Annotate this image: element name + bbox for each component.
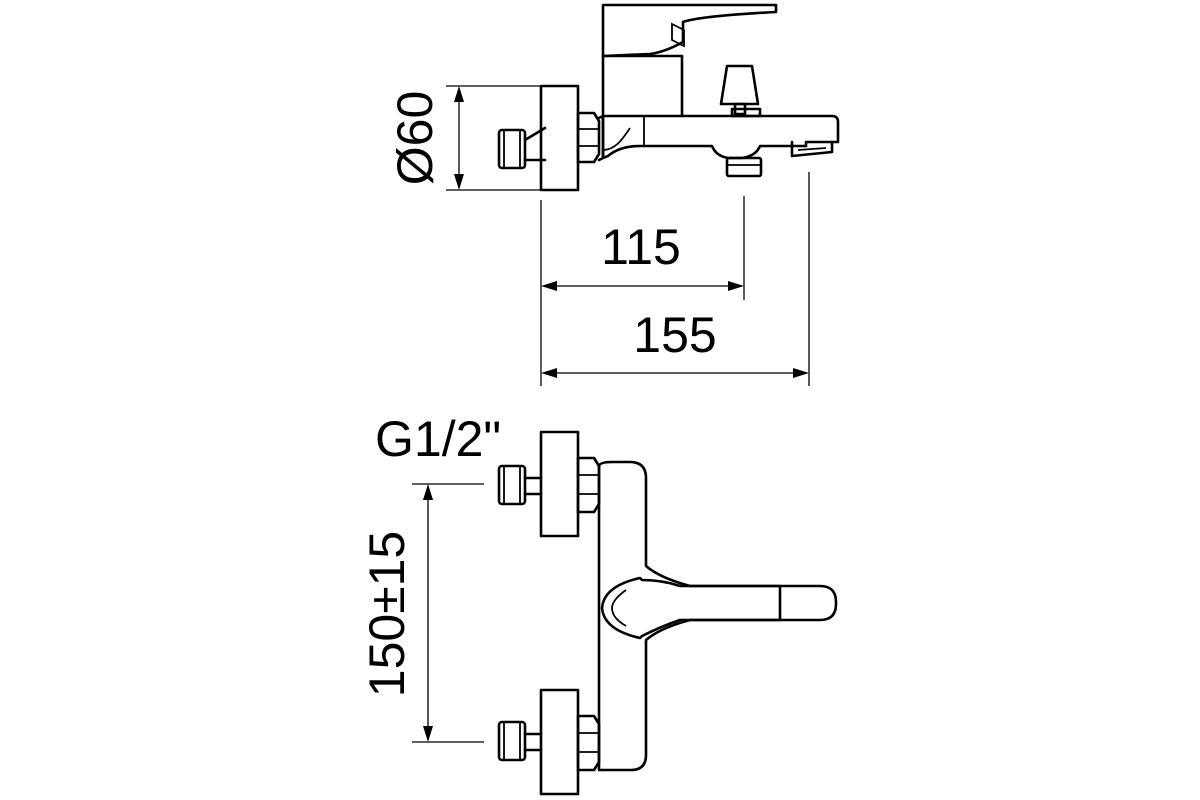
front-view: G1/2" <box>359 411 838 796</box>
front-top-inlet-connector <box>497 464 543 506</box>
dim-diameter-label: Ø60 <box>387 91 443 186</box>
thread-label: G1/2" <box>375 411 501 467</box>
front-lever-handle <box>600 576 782 640</box>
side-spout-outlet <box>790 140 834 158</box>
dim-diameter: Ø60 <box>387 85 541 191</box>
side-hex-nut <box>576 111 601 164</box>
dim-centers-label: 150±15 <box>359 531 415 697</box>
side-wall-flange <box>539 84 580 192</box>
side-diverter-knob <box>719 64 762 118</box>
dim-total-depth: 155 <box>541 172 810 386</box>
side-shower-outlet <box>725 156 763 178</box>
side-view: Ø60 115 155 <box>387 3 840 386</box>
side-body <box>601 114 840 160</box>
front-bottom-hex-nut <box>576 714 601 772</box>
dim-outlet-depth-label: 115 <box>601 219 681 275</box>
front-bottom-wall-flange <box>539 688 580 796</box>
side-inlet-connector <box>497 126 547 170</box>
dim-centers: 150±15 <box>359 483 484 743</box>
side-lever-handle <box>601 3 778 58</box>
dim-total-depth-label: 155 <box>633 307 716 363</box>
front-body <box>597 460 838 772</box>
front-top-wall-flange <box>539 430 580 538</box>
front-bottom-inlet-connector <box>497 720 543 762</box>
dim-outlet-depth: 115 <box>540 196 745 386</box>
front-top-hex-nut <box>576 456 601 514</box>
side-cartridge-column <box>601 54 684 118</box>
